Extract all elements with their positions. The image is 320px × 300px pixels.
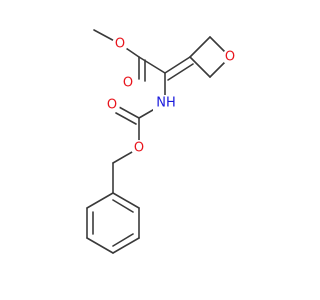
atom-amine-n: NH (153, 95, 179, 111)
bond-alkene-double-b (167, 63, 194, 81)
atom-ester-carbonyl-o: O (120, 75, 136, 91)
bond-ester-carbon-alpha (138, 56, 166, 74)
bond-phenyl-1 (86, 192, 114, 209)
atom-ester-ether-o: O (112, 36, 128, 52)
atom-labels: O O O NH O O (104, 36, 238, 156)
atom-carbamate-carbonyl-o: O (104, 97, 120, 113)
bond-phenyl-6 (112, 192, 140, 209)
atom-label-o: O (123, 76, 133, 91)
bond-phenyl-inner-2 (112, 233, 134, 247)
atom-label-o: O (115, 37, 125, 52)
bond-oxetane-1 (189, 36, 211, 58)
chemical-structure-diagram: O O O NH O O (86, 29, 238, 254)
atom-label-o: O (225, 50, 235, 65)
bond-alkene-double-a (164, 56, 191, 74)
bond-oxetane-4 (189, 56, 211, 78)
bonds (86, 29, 231, 254)
bond-carbamate-double-b (115, 112, 137, 125)
atom-label-nh: NH (156, 96, 176, 111)
atom-oxetane-o: O (222, 49, 238, 65)
bond-phenyl-inner-3 (112, 199, 134, 213)
bond-carbamate-double-a (118, 106, 140, 119)
bond-phenyl-3 (86, 237, 114, 254)
atom-label-o: O (134, 141, 144, 156)
atom-label-o: O (107, 98, 117, 113)
atom-carbamate-ether-o: O (131, 140, 147, 156)
bond-phenyl-4 (112, 237, 140, 254)
